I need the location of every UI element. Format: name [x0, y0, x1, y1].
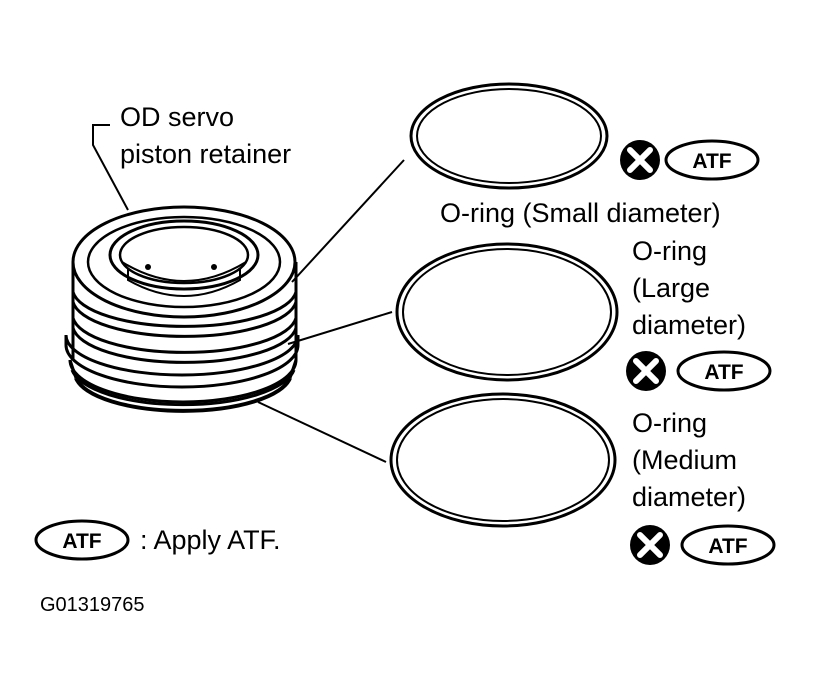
large-ring-label-line2: (Large — [632, 273, 710, 303]
atf-badge-text: ATF — [708, 535, 747, 558]
medium-ring-label-line1: O-ring — [632, 408, 707, 438]
atf-badge-text: ATF — [704, 361, 743, 384]
no-reuse-icon — [626, 351, 666, 391]
atf-badge: ATF — [664, 139, 760, 181]
large-ring-label-line1: O-ring — [632, 236, 707, 266]
o-ring-large — [395, 242, 619, 382]
retainer-label-line2: piston retainer — [120, 139, 291, 169]
retainer-label-line1: OD servo — [120, 102, 234, 132]
legend-atf-badge: ATF — [34, 519, 130, 561]
atf-badge-text: ATF — [692, 150, 731, 173]
atf-badge: ATF — [676, 350, 772, 392]
medium-ring-label-line3: diameter) — [632, 482, 746, 512]
piston-retainer-part — [64, 205, 300, 413]
o-ring-medium — [389, 392, 617, 528]
legend-atf-badge-text: ATF — [62, 530, 101, 553]
legend-text: : Apply ATF. — [140, 525, 281, 555]
medium-ring-label-line2: (Medium — [632, 445, 737, 475]
no-reuse-icon — [620, 140, 660, 180]
small-ring-label: O-ring (Small diameter) — [440, 198, 721, 228]
o-ring-small — [409, 82, 609, 190]
large-ring-label-line3: diameter) — [632, 310, 746, 340]
figure-code: G01319765 — [40, 594, 145, 616]
no-reuse-icon — [630, 525, 670, 565]
atf-badge: ATF — [680, 524, 776, 566]
leader-lines — [92, 124, 405, 463]
